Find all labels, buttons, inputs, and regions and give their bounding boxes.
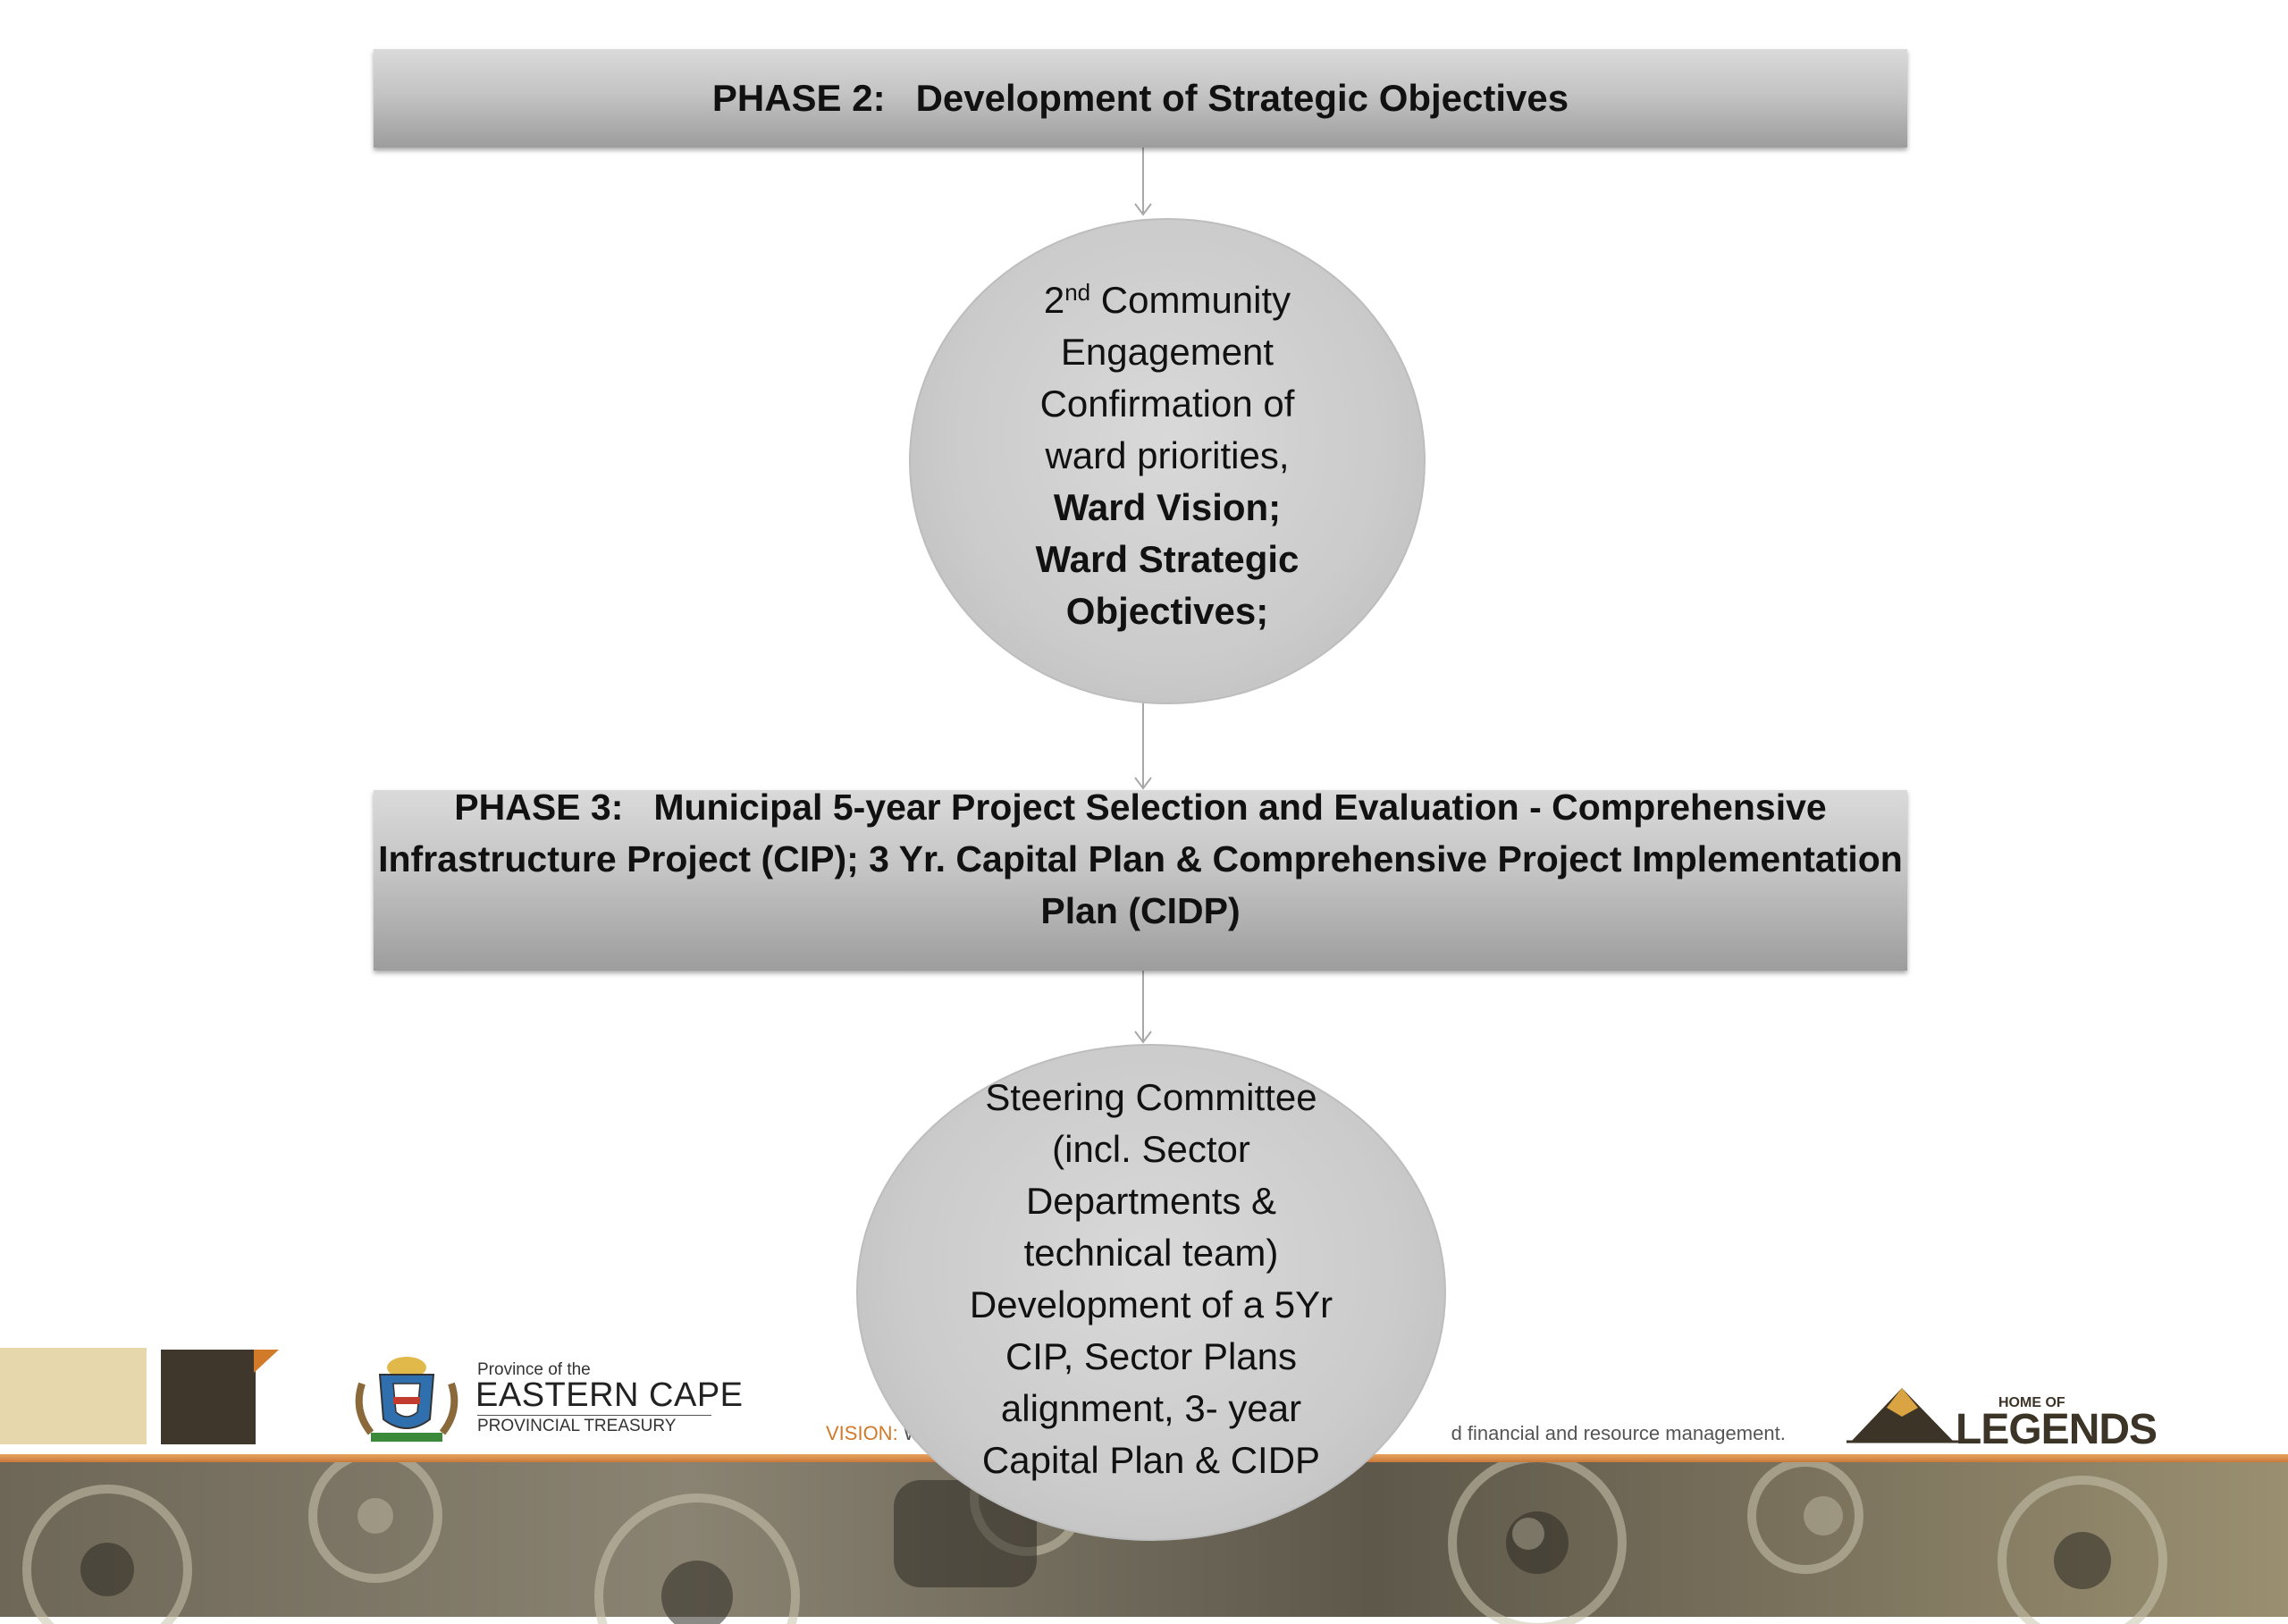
- phase-3-line-3: Plan (CIDP): [1040, 890, 1241, 931]
- vision-text-end: d financial and resource management.: [1451, 1422, 1786, 1444]
- node-1-line: Community: [1100, 279, 1291, 321]
- community-engagement-node: 2nd Community Engagement Confirmation of…: [909, 218, 1426, 704]
- node-2-line: Capital Plan & CIDP: [981, 1439, 1321, 1481]
- ward-objectives-text: Objectives;: [1065, 590, 1269, 632]
- node-2-line: Development of a 5Yr: [969, 1283, 1333, 1325]
- legends-logo-text: LEGENDS: [1956, 1406, 2158, 1453]
- phase-2-label: PHASE 2:: [711, 77, 886, 119]
- node-2-line: Departments &: [1025, 1180, 1277, 1222]
- province-label: Province of the: [477, 1360, 591, 1379]
- phase-3-line-2: Infrastructure Project (CIP); 3 Yr. Capi…: [378, 838, 1903, 879]
- phase-3-bar: PHASE 3: Municipal 5-year Project Selecti…: [374, 787, 1907, 971]
- logo-divider: [477, 1415, 711, 1416]
- node-2-line: Steering Committee: [985, 1076, 1317, 1118]
- node-2-line: CIP, Sector Plans: [1005, 1335, 1298, 1377]
- node-1-first-line: 2nd Community: [1044, 274, 1291, 326]
- node-2-line: (incl. Sector: [1052, 1128, 1250, 1170]
- node-1-line: Confirmation of: [1039, 383, 1295, 425]
- phase-3-title-line: Municipal 5-year Project Selection and E…: [653, 787, 1827, 828]
- ordinal-suffix: nd: [1064, 279, 1091, 306]
- treasury-label: PROVINCIAL TREASURY: [477, 1417, 677, 1435]
- coat-of-arms-icon: [355, 1357, 458, 1442]
- phase-3-line-1: PHASE 3: Municipal 5-year Project Selecti…: [378, 781, 1903, 833]
- vision-label: VISION:: [826, 1422, 898, 1444]
- mountain-logo-icon: [1846, 1388, 1963, 1443]
- province-name: EASTERN CAPE: [475, 1376, 744, 1414]
- node-1-line: Engagement: [1060, 331, 1274, 373]
- node-2-line: alignment, 3- year: [1000, 1387, 1302, 1429]
- ordinal-number: 2: [1043, 279, 1065, 321]
- phase-2-bar: PHASE 2: Development of Strategic Object…: [374, 49, 1907, 147]
- ward-objectives-text: Ward Strategic: [1035, 538, 1300, 580]
- node-2-line: technical team): [1023, 1232, 1279, 1274]
- phase-3-label: PHASE 3:: [454, 787, 624, 828]
- beige-square: [0, 1348, 147, 1444]
- brown-square: [161, 1350, 256, 1444]
- node-1-line: ward priorities,: [1045, 434, 1290, 476]
- ward-vision-text: Ward Vision;: [1053, 486, 1282, 528]
- steering-committee-node: Steering Committee (incl. Sector Departm…: [856, 1044, 1446, 1541]
- orange-corner-icon: [254, 1350, 279, 1373]
- home-of-label: HOME OF: [1998, 1395, 2065, 1410]
- phase-2-title: Development of Strategic Objectives: [915, 77, 1569, 119]
